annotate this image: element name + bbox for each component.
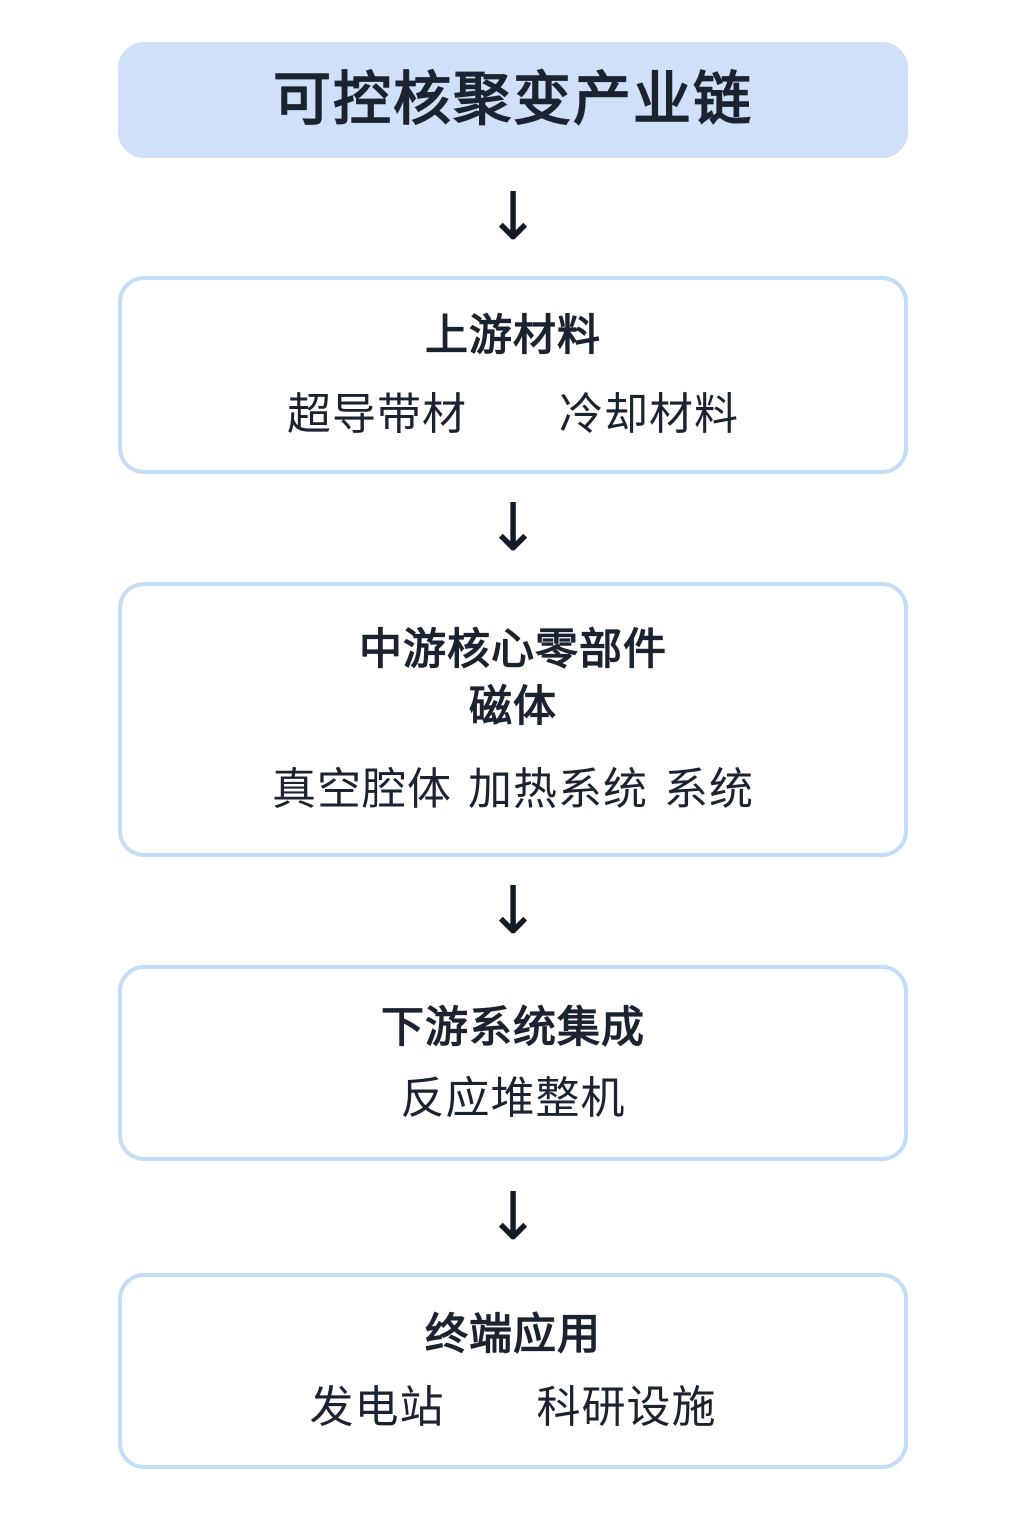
flow-arrow-2: ↓ (118, 474, 908, 582)
stage-item-list: 发电站 科研设施 (310, 1382, 717, 1435)
stage-item: 系统 (664, 764, 754, 814)
chart-title-banner: 可控核聚变产业链 (118, 42, 908, 158)
stage-item: 超导带材 (287, 389, 467, 439)
arrow-down-icon: ↓ (485, 178, 541, 255)
stage-item: 发电站 (309, 1382, 445, 1432)
stage-box-midstream-core-components: 中游核心零部件 磁体 真空腔体 加热系统 系统 (118, 582, 908, 857)
industry-chain-flow: 可控核聚变产业链 ↓ 上游材料 超导带材 冷却材料 ↓ 中游核心零部件 磁体 真… (118, 42, 908, 1469)
stage-heading: 上游材料 (425, 312, 601, 361)
stage-item: 冷却材料 (559, 389, 739, 439)
stage-heading-line-2: 磁体 (469, 683, 557, 732)
arrow-down-icon: ↓ (485, 872, 541, 949)
stage-item-list: 超导带材 冷却材料 (287, 389, 739, 442)
stage-heading: 下游系统集成 (381, 1004, 645, 1053)
stage-heading: 终端应用 (425, 1311, 601, 1360)
page-title: 可控核聚变产业链 (272, 67, 753, 132)
stage-item: 反应堆整机 (400, 1073, 626, 1123)
stage-item-list: 反应堆整机 (401, 1073, 626, 1126)
stage-item: 真空腔体 (272, 764, 452, 814)
flow-arrow-1: ↓ (118, 158, 908, 276)
stage-item: 加热系统 (468, 764, 648, 814)
arrow-down-icon: ↓ (485, 1178, 541, 1255)
arrow-down-icon: ↓ (485, 489, 541, 566)
stage-item-list: 真空腔体 加热系统 系统 (272, 764, 754, 817)
flow-arrow-4: ↓ (118, 1161, 908, 1273)
stage-box-end-applications: 终端应用 发电站 科研设施 (118, 1273, 908, 1469)
stage-heading-line-1: 中游核心零部件 (359, 626, 667, 675)
stage-box-downstream-system-integration: 下游系统集成 反应堆整机 (118, 965, 908, 1161)
flow-arrow-3: ↓ (118, 857, 908, 965)
stage-box-upstream-materials: 上游材料 超导带材 冷却材料 (118, 276, 908, 474)
stage-item: 科研设施 (536, 1382, 717, 1432)
